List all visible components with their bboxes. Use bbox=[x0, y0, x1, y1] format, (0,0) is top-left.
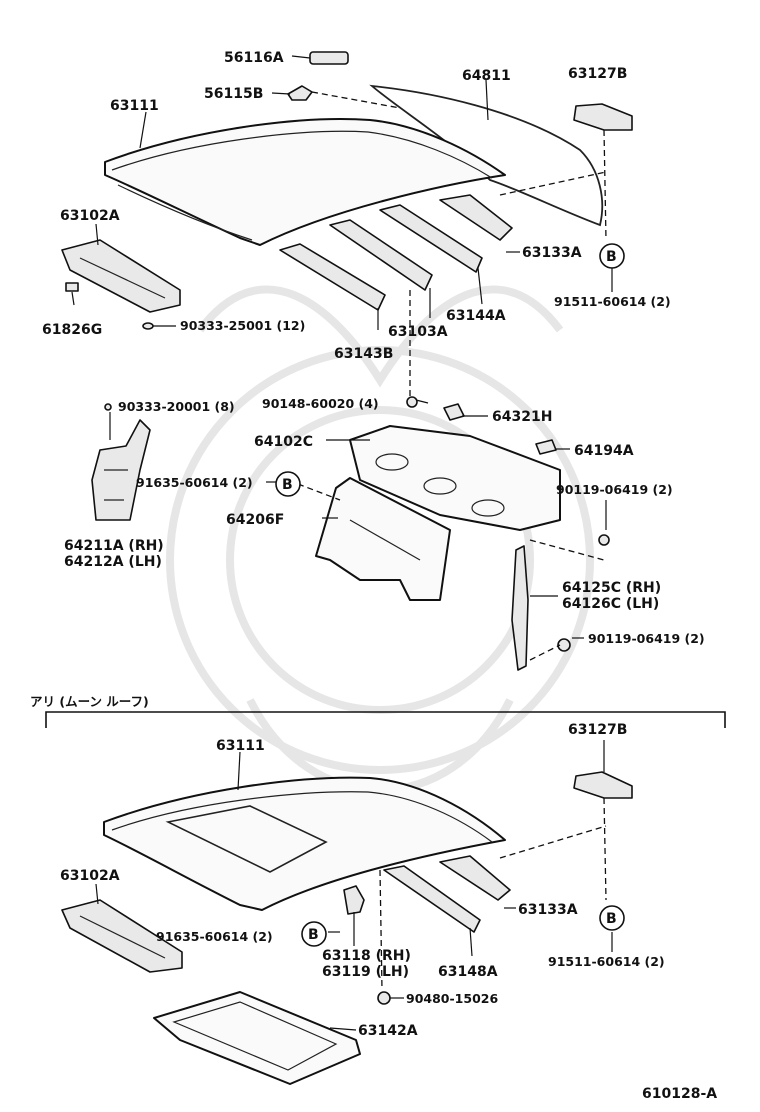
ref-b-circle-lower-left bbox=[301, 921, 327, 947]
label-91635-upper: 91635-60614 (2) bbox=[136, 475, 253, 490]
label-63118: 63118 (RH) bbox=[322, 948, 411, 964]
label-63111: 63111 bbox=[110, 98, 159, 114]
label-63144a: 63144A bbox=[446, 308, 506, 324]
label-64206f: 64206F bbox=[226, 512, 284, 528]
label-91511-lower: 91511-60614 (2) bbox=[548, 954, 665, 969]
section-title: アリ (ムーン ルーフ) bbox=[30, 694, 149, 709]
label-63148a: 63148A bbox=[438, 964, 498, 980]
label-90119-a: 90119-06419 (2) bbox=[556, 482, 673, 497]
label-63119: 63119 (LH) bbox=[322, 964, 409, 980]
rail-63144a-shape bbox=[379, 204, 483, 273]
label-56116a: 56116A bbox=[224, 50, 284, 66]
rail-63103a-shape bbox=[329, 219, 433, 291]
roof-panel-shape bbox=[104, 118, 506, 246]
label-90333-25001: 90333-25001 (12) bbox=[180, 318, 305, 333]
label-56115b: 56115B bbox=[204, 86, 263, 102]
label-64125c: 64125C (RH) bbox=[562, 580, 661, 596]
moonroof-opening-shape bbox=[165, 805, 328, 873]
label-64212a: 64212A (LH) bbox=[64, 554, 162, 570]
package-tray-shape bbox=[349, 425, 561, 531]
label-64102c: 64102C bbox=[254, 434, 313, 450]
label-63142a: 63142A bbox=[358, 1023, 418, 1039]
ref-b-circle-lower-right bbox=[599, 905, 625, 931]
ref-b-circle-mid bbox=[275, 471, 301, 497]
label-64211a: 64211A (RH) bbox=[64, 538, 164, 554]
brace-shape bbox=[511, 545, 529, 671]
rail-63143b-shape bbox=[279, 243, 386, 311]
ref-b-mid: B bbox=[282, 477, 293, 493]
label-64811: 64811 bbox=[462, 68, 511, 84]
label-63111-lower: 63111 bbox=[216, 738, 265, 754]
front-header-lower-shape bbox=[61, 899, 183, 973]
label-90119-b: 90119-06419 (2) bbox=[588, 631, 705, 646]
ref-b-upper: B bbox=[606, 249, 617, 265]
section-bracket-line bbox=[45, 711, 726, 728]
label-61826g: 61826G bbox=[42, 322, 102, 338]
bracket-64321h-shape bbox=[443, 403, 465, 421]
label-63143b: 63143B bbox=[334, 346, 393, 362]
label-64321h: 64321H bbox=[492, 409, 552, 425]
ref-b-lower-right: B bbox=[606, 911, 617, 927]
figure-id: 610128-A bbox=[642, 1086, 717, 1102]
label-90148-60020: 90148-60020 (4) bbox=[262, 396, 379, 411]
bracket-63127b-lower-shape bbox=[573, 771, 633, 799]
label-63133a-lower: 63133A bbox=[518, 902, 578, 918]
clip-56115b-shape bbox=[287, 85, 313, 101]
housing-63142a-shape bbox=[153, 991, 361, 1085]
label-63102a: 63102A bbox=[60, 208, 120, 224]
plug-64194a-shape bbox=[535, 439, 557, 455]
label-90333-20001: 90333-20001 (8) bbox=[118, 399, 235, 414]
moonroof-panel-shape bbox=[103, 776, 506, 911]
label-63127b: 63127B bbox=[568, 66, 627, 82]
rail-63133a-shape bbox=[439, 194, 513, 241]
hinge-shape bbox=[343, 885, 365, 915]
label-64194a: 64194A bbox=[574, 443, 634, 459]
label-64126c: 64126C (LH) bbox=[562, 596, 659, 612]
label-63102a-lower: 63102A bbox=[60, 868, 120, 884]
clip-56116a-shape bbox=[309, 51, 349, 65]
ref-b-circle-upper bbox=[599, 243, 625, 269]
label-63127b-lower: 63127B bbox=[568, 722, 627, 738]
front-header-shape bbox=[61, 239, 181, 313]
rail-63133a-lower-shape bbox=[439, 855, 511, 901]
bracket-63127b-shape bbox=[573, 103, 633, 131]
label-91635-lower: 91635-60614 (2) bbox=[156, 929, 273, 944]
pad-61826g-shape bbox=[65, 282, 79, 292]
ref-b-lower-left: B bbox=[308, 927, 319, 943]
rail-63148a-lower-shape bbox=[383, 865, 481, 933]
label-63133a: 63133A bbox=[522, 245, 582, 261]
label-63103a: 63103A bbox=[388, 324, 448, 340]
label-91511-upper: 91511-60614 (2) bbox=[554, 294, 671, 309]
label-90480-15026: 90480-15026 bbox=[406, 991, 498, 1006]
